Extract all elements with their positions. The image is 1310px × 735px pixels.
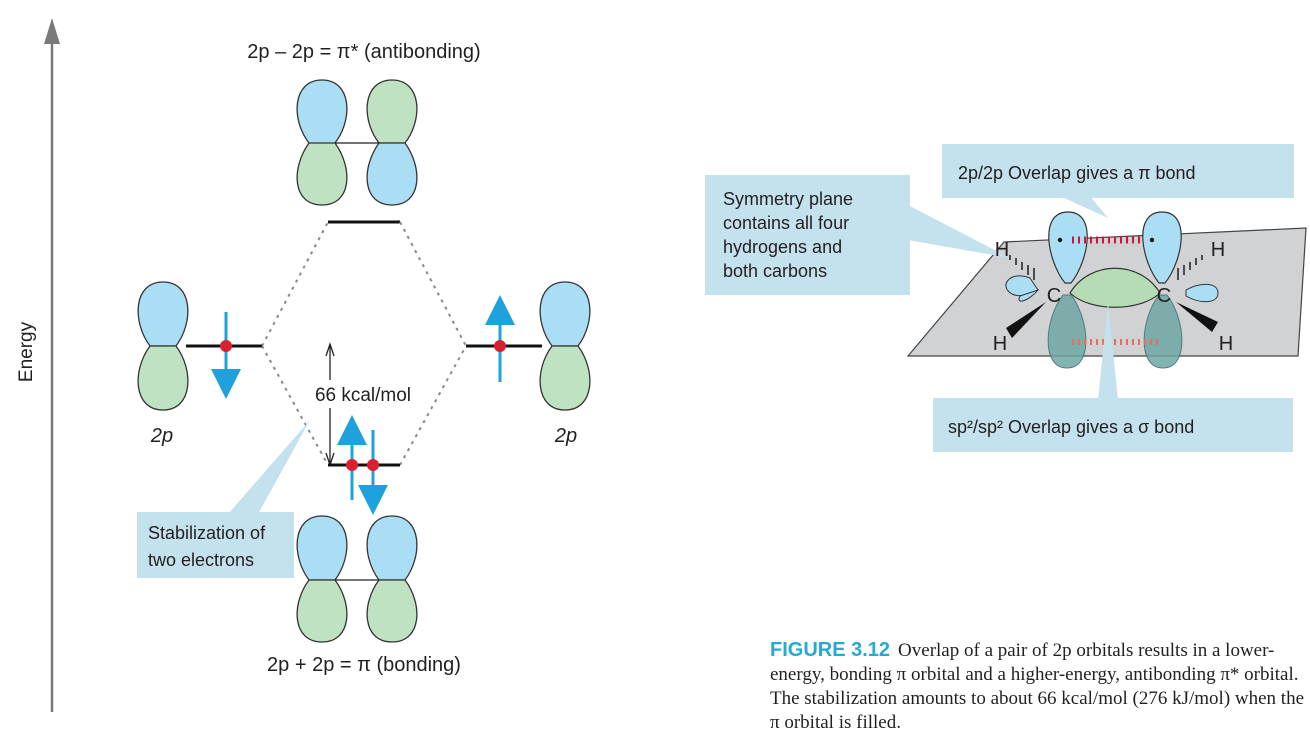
sigma-bond-icon [1069, 267, 1161, 308]
right-orbital-label: 2p [554, 425, 577, 447]
symmetry-callout-line-2: contains all four [723, 213, 849, 233]
bonding-label: 2p + 2p = π (bonding) [267, 654, 461, 676]
upper-p-lobes-icon [1048, 211, 1182, 284]
mo-diagram: Energy 2p – 2p = π* (antibonding) 2p 2p [16, 18, 1307, 712]
energy-axis-label: Energy [16, 321, 37, 382]
left-2p-orbital-icon [137, 281, 189, 411]
hydrogen-label-bottom-left: H [993, 333, 1007, 355]
correlation-lines [261, 221, 467, 466]
stabilization-callout-line-2: two electrons [148, 550, 254, 570]
stabilization-callout-line-1: Stabilization of [148, 523, 266, 543]
left-carbon-label: C [1047, 285, 1061, 307]
sigma-overlap-callout [933, 302, 1293, 452]
wedged-bonds [1006, 302, 1218, 338]
sigma-overlap-callout-text: sp²/sp² Overlap gives a σ bond [948, 417, 1194, 437]
antibonding-orbital-icon [296, 79, 418, 206]
lower-p-lobes-icon [1047, 294, 1183, 369]
figure-caption-text: Overlap of a pair of 2p orbitals results… [770, 640, 1305, 733]
symmetry-callout-line-4: both carbons [723, 261, 827, 281]
hydrogen-label-top-right: H [1211, 239, 1225, 261]
left-orbital-label: 2p [150, 425, 173, 447]
stabilization-callout [137, 420, 310, 578]
right-electron-dot [494, 340, 506, 352]
left-nucleus-dot [1057, 237, 1063, 243]
antibonding-label: 2p – 2p = π* (antibonding) [247, 41, 480, 63]
right-2p-orbital-icon [539, 281, 591, 411]
energy-axis [44, 18, 60, 712]
energy-gap-label: 66 kcal/mol [315, 385, 411, 406]
right-nucleus-dot [1149, 237, 1155, 243]
hashed-bonds [1009, 255, 1203, 280]
bonding-electron-dot-2 [367, 459, 379, 471]
hydrogen-label-bottom-right: H [1219, 333, 1233, 355]
figure-label: FIGURE 3.12 [770, 639, 891, 661]
ch-sp2-lobes-icon [1005, 275, 1219, 303]
pi-overlap-callout [942, 144, 1294, 218]
bonding-orbital-icon [296, 515, 418, 643]
right-carbon-label: C [1157, 285, 1171, 307]
pi-overlap-callout-text: 2p/2p Overlap gives a π bond [958, 163, 1196, 183]
hydrogen-label-top-left: H [995, 239, 1009, 261]
left-electron-dot [220, 340, 232, 352]
symmetry-callout-line-3: hydrogens and [723, 237, 842, 257]
bonding-electron-dot-1 [346, 459, 358, 471]
symmetry-callout-line-1: Symmetry plane [723, 189, 853, 209]
symmetry-callout [705, 175, 1010, 295]
